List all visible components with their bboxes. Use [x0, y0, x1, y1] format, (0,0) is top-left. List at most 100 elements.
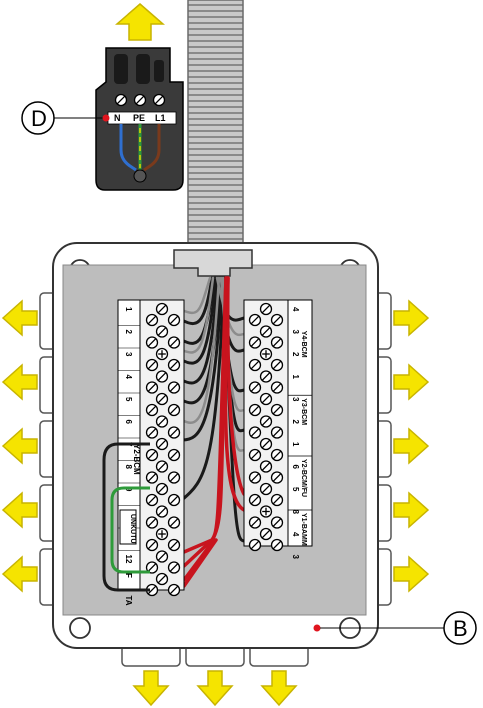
screw-icon: [270, 493, 284, 507]
callout-b: B: [313, 611, 477, 645]
screw-icon: [155, 302, 169, 316]
screw-icon: [145, 538, 159, 552]
terminal-number: 4: [291, 307, 300, 312]
wire-brown: [143, 124, 161, 172]
bridge-loops: UNKUTU: [102, 442, 150, 592]
arrow-left-icon: [1, 299, 38, 337]
screw-icon: [259, 460, 273, 473]
screw-icon: [167, 493, 181, 507]
screw-icon: [152, 93, 166, 107]
screw-icon: [155, 370, 169, 383]
terminal-number: 8: [291, 510, 300, 515]
screw-icon: [259, 505, 273, 518]
screw-icon: [248, 471, 262, 484]
wire-blue: [119, 124, 137, 172]
screw-icon: [167, 448, 181, 462]
arrows-down: [132, 670, 298, 707]
screw-icon: [167, 403, 181, 417]
screw-icon: [248, 538, 262, 552]
screw-icon: [155, 550, 169, 563]
screw-icon: [259, 370, 273, 383]
screw-icon: [270, 403, 284, 417]
arrow-right-icon: [393, 363, 430, 401]
screw-icon: [155, 527, 169, 541]
arrow-down-icon: [196, 670, 234, 707]
arrow-left-icon: [1, 427, 38, 465]
terminal-number: 3: [291, 397, 300, 402]
screw-icon: [259, 347, 273, 361]
terminal-number: 3: [291, 555, 300, 560]
screw-icon: [259, 302, 273, 316]
terminal-number: 5: [291, 487, 300, 492]
terminal-number: F: [124, 573, 133, 578]
terminal-number: 6: [291, 465, 300, 470]
screw-icon: [114, 93, 128, 107]
arrow-down-icon: [260, 670, 298, 707]
screw-icon: [248, 493, 262, 507]
terminal-number: TA: [124, 596, 133, 606]
screw-icon: [248, 381, 262, 394]
screw-icon: [145, 358, 159, 372]
screw-icon: [155, 505, 169, 518]
group-label: Y2-BCM: [132, 444, 141, 475]
screw-icon: [270, 471, 284, 484]
cable-conduit: [187, 0, 244, 263]
terminal-strip-left: 123456789101112FTAY2-BCM: [117, 299, 185, 606]
screw-icon: [270, 426, 284, 439]
terminal-number: 1: [124, 307, 133, 312]
group-label: Y4-BCM: [300, 331, 307, 358]
screw-icon: [167, 471, 181, 484]
screw-icon: [259, 415, 273, 428]
screw-icon: [145, 493, 159, 507]
screw-icon: [270, 538, 284, 552]
screw-icon: [167, 336, 181, 349]
screw-icon: [145, 471, 159, 484]
callout-b-letter: B: [453, 616, 468, 641]
arrow-right-icon: [393, 299, 430, 337]
screw-icon: [270, 313, 284, 327]
screw-icon: [259, 482, 273, 496]
screw-icon: [167, 583, 181, 597]
screw-icon: [259, 325, 273, 338]
screw-icon: [145, 448, 159, 462]
terminal-number: 6: [124, 420, 133, 425]
arrow-right-icon: [393, 491, 430, 529]
terminal-number: 4: [291, 532, 300, 537]
pin-label-pe: PE: [133, 113, 145, 123]
screw-icon: [145, 516, 159, 529]
terminal-number: 1: [291, 375, 300, 380]
terminal-number: 2: [124, 330, 133, 335]
screw-icon: [155, 347, 169, 361]
screw-icon: [259, 392, 273, 406]
arrow-right-icon: [393, 555, 430, 593]
pin-label-n: N: [114, 113, 121, 123]
terminal-number: 12: [124, 555, 133, 564]
screw-icon: [155, 437, 169, 451]
callout-d-letter: D: [31, 106, 47, 131]
screw-icon: [145, 336, 159, 349]
group-label: Y1-BAMM: [300, 513, 307, 546]
screw-icon: [248, 426, 262, 439]
screw-icon: [155, 482, 169, 496]
arrow-left-icon: [1, 491, 38, 529]
screw-icon: [270, 381, 284, 394]
screw-icon: [167, 313, 181, 327]
screw-icon: [248, 516, 262, 529]
screw-icon: [155, 415, 169, 428]
arrows-right: [393, 299, 430, 593]
terminal-number: 2: [291, 352, 300, 357]
arrow-left-icon: [1, 363, 38, 401]
screw-icon: [155, 325, 169, 338]
screw-icon: [155, 392, 169, 406]
arrows-left: [1, 299, 38, 593]
screw-icon: [145, 313, 159, 327]
screw-icon: [259, 437, 273, 451]
screw-icon: [259, 527, 273, 541]
terminal-number: 5: [124, 397, 133, 402]
callout-d: D: [21, 101, 110, 135]
screw-icon: [167, 561, 181, 574]
screw-icon: [248, 358, 262, 372]
group-label: Y2-BCM/FU: [300, 459, 307, 497]
